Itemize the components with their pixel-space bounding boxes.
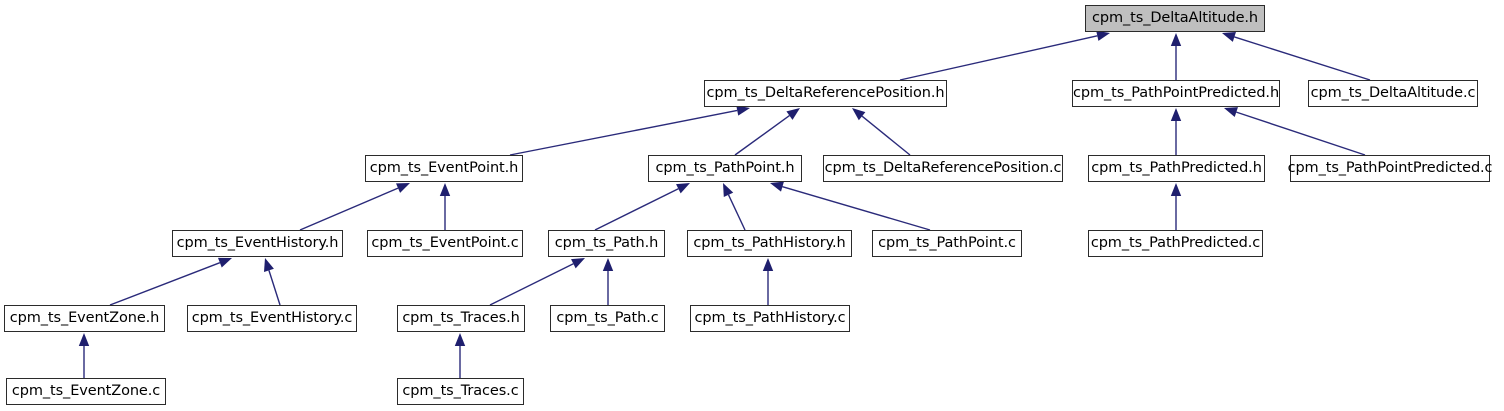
graph-node-Path_c[interactable]: cpm_ts_Path.c bbox=[550, 305, 665, 332]
dependency-arrowhead bbox=[217, 257, 232, 268]
dependency-arrowhead bbox=[1170, 183, 1182, 196]
dependency-arrowhead bbox=[439, 183, 451, 196]
dependency-arrowhead bbox=[602, 258, 614, 271]
graph-node-DeltaAltitude_h[interactable]: cpm_ts_DeltaAltitude.h bbox=[1085, 5, 1265, 32]
dependency-arrowhead bbox=[454, 333, 466, 346]
dependency-edge bbox=[594, 188, 679, 231]
graph-node-EventPoint_h[interactable]: cpm_ts_EventPoint.h bbox=[365, 155, 523, 182]
dependency-edge bbox=[899, 35, 1098, 81]
dependency-edge bbox=[861, 115, 911, 156]
graph-node-EventHistory_c[interactable]: cpm_ts_EventHistory.c bbox=[187, 305, 357, 332]
dependency-arrowhead bbox=[78, 333, 90, 346]
dependency-edge bbox=[299, 187, 399, 231]
dependency-arrowhead bbox=[1096, 30, 1110, 41]
graph-node-PathPoint_c[interactable]: cpm_ts_PathPoint.c bbox=[872, 230, 1022, 257]
dependency-arrowhead bbox=[1170, 33, 1182, 46]
dependency-arrowhead bbox=[571, 258, 585, 269]
dependency-edge bbox=[1236, 111, 1366, 156]
graph-node-PathPredicted_h[interactable]: cpm_ts_PathPredicted.h bbox=[1088, 155, 1265, 182]
graph-node-PathPointPredicted_h[interactable]: cpm_ts_PathPointPredicted.h bbox=[1072, 80, 1280, 107]
graph-node-EventZone_h[interactable]: cpm_ts_EventZone.h bbox=[4, 305, 165, 332]
dependency-arrowhead bbox=[1170, 108, 1182, 121]
graph-node-DeltaReferencePosition_c[interactable]: cpm_ts_DeltaReferencePosition.c bbox=[823, 155, 1063, 182]
graph-node-EventPoint_c[interactable]: cpm_ts_EventPoint.c bbox=[367, 230, 523, 257]
dependency-arrowhead bbox=[263, 258, 274, 272]
dependency-edge bbox=[734, 115, 790, 156]
dependency-edge bbox=[509, 109, 738, 156]
graph-node-PathHistory_h[interactable]: cpm_ts_PathHistory.h bbox=[687, 230, 852, 257]
graph-node-PathPredicted_c[interactable]: cpm_ts_PathPredicted.c bbox=[1088, 230, 1263, 257]
dependency-arrowhead bbox=[723, 183, 734, 197]
graph-node-DeltaReferencePosition_h[interactable]: cpm_ts_DeltaReferencePosition.h bbox=[704, 80, 947, 107]
graph-node-PathPointPredicted_c[interactable]: cpm_ts_PathPointPredicted.c bbox=[1288, 155, 1493, 182]
dependency-edge bbox=[1234, 36, 1371, 81]
graph-node-EventZone_c[interactable]: cpm_ts_EventZone.c bbox=[6, 378, 166, 405]
dependency-edge bbox=[489, 263, 574, 306]
graph-node-PathHistory_c[interactable]: cpm_ts_PathHistory.c bbox=[690, 305, 850, 332]
graph-node-Path_h[interactable]: cpm_ts_Path.h bbox=[548, 230, 665, 257]
dependency-arrowhead bbox=[762, 258, 774, 271]
dependency-edge bbox=[727, 194, 746, 231]
dependency-arrowhead bbox=[736, 105, 750, 116]
dependency-arrowhead bbox=[676, 183, 690, 194]
dependency-arrowhead bbox=[770, 181, 784, 192]
graph-node-PathPoint_h[interactable]: cpm_ts_PathPoint.h bbox=[648, 155, 802, 182]
graph-node-EventHistory_h[interactable]: cpm_ts_EventHistory.h bbox=[172, 230, 343, 257]
dependency-arrowhead bbox=[396, 183, 410, 193]
graph-node-DeltaAltitude_c[interactable]: cpm_ts_DeltaAltitude.c bbox=[1308, 80, 1478, 107]
dependency-arrowhead bbox=[1224, 107, 1238, 118]
dependency-arrowhead bbox=[1222, 31, 1236, 42]
graph-node-Traces_h[interactable]: cpm_ts_Traces.h bbox=[397, 305, 525, 332]
dependency-edge bbox=[268, 270, 281, 306]
dependency-arrowhead bbox=[852, 108, 866, 121]
dependency-edge bbox=[782, 185, 931, 231]
dependency-edge bbox=[109, 262, 221, 306]
dependency-arrowhead bbox=[786, 108, 800, 120]
graph-node-Traces_c[interactable]: cpm_ts_Traces.c bbox=[397, 378, 524, 405]
